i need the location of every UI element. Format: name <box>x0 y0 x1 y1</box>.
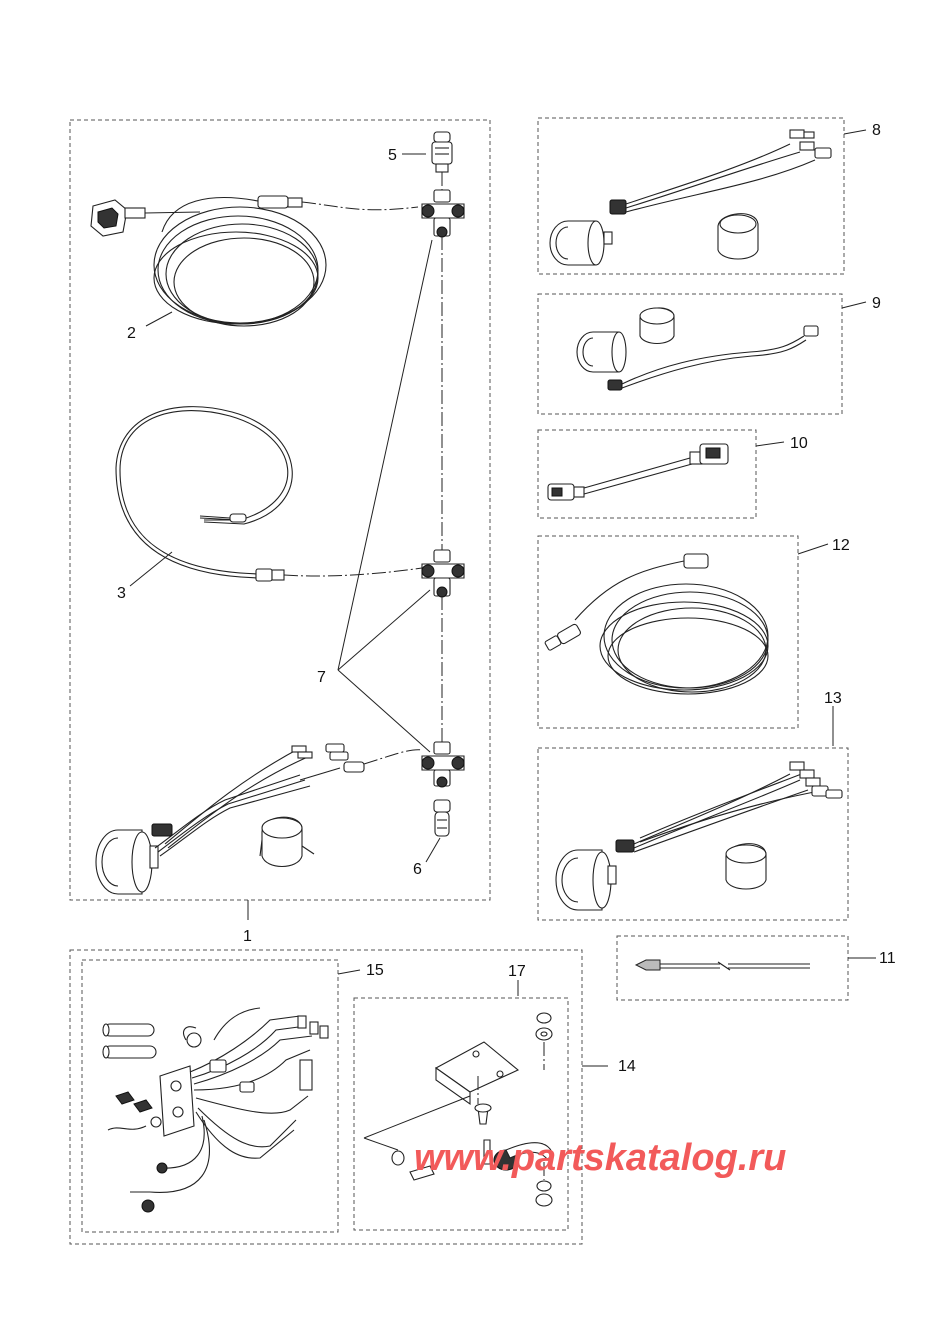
terminator-part-5[interactable] <box>431 131 453 173</box>
tee-connector-bottom[interactable] <box>421 741 465 788</box>
callout-10: 10 <box>790 435 808 452</box>
harness-kit-part-15[interactable] <box>102 1007 329 1213</box>
cable-part-3[interactable] <box>115 406 423 582</box>
callout-2: 2 <box>127 325 136 342</box>
callout-8: 8 <box>872 122 881 139</box>
callout-5: 5 <box>388 147 397 164</box>
callout-12: 12 <box>832 537 850 554</box>
kit-9-frame <box>537 293 843 415</box>
kit-17-frame <box>353 997 569 1231</box>
adapter-cable-part-10[interactable] <box>547 443 729 501</box>
cable-part-2[interactable] <box>90 195 419 327</box>
callout-15: 15 <box>366 962 384 979</box>
bracket-kit-part-17[interactable] <box>363 1012 553 1207</box>
callout-3: 3 <box>117 585 126 602</box>
callout-6: 6 <box>413 861 422 878</box>
gauge-kit-part-8[interactable] <box>549 129 832 266</box>
callout-14: 14 <box>618 1058 636 1075</box>
kit-11-frame <box>616 935 849 1001</box>
gauge-harness-assembly[interactable] <box>95 743 423 895</box>
watermark: www.partskatalog.ru <box>414 1137 786 1179</box>
callout-13: 13 <box>824 690 842 707</box>
kit-14-frame <box>69 949 583 1245</box>
kit-1-frame <box>69 119 491 901</box>
gauge-kit-part-13[interactable] <box>555 761 843 911</box>
callout-7: 7 <box>317 669 326 686</box>
sensor-part-11[interactable] <box>634 959 810 971</box>
kit-10-frame <box>537 429 757 519</box>
tee-connector-top[interactable] <box>421 189 465 238</box>
kit-13-frame <box>537 747 849 921</box>
callout-1: 1 <box>243 928 252 945</box>
kit-15-frame <box>81 959 339 1233</box>
callout-17: 17 <box>508 963 526 980</box>
terminator-part-6[interactable] <box>433 799 451 837</box>
callout-9: 9 <box>872 295 881 312</box>
tee-connector-middle[interactable] <box>421 549 465 598</box>
callout-11: 11 <box>879 950 896 967</box>
kit-12-frame <box>537 535 799 729</box>
gauge-kit-part-9[interactable] <box>576 307 819 391</box>
cable-part-12[interactable] <box>544 553 769 695</box>
